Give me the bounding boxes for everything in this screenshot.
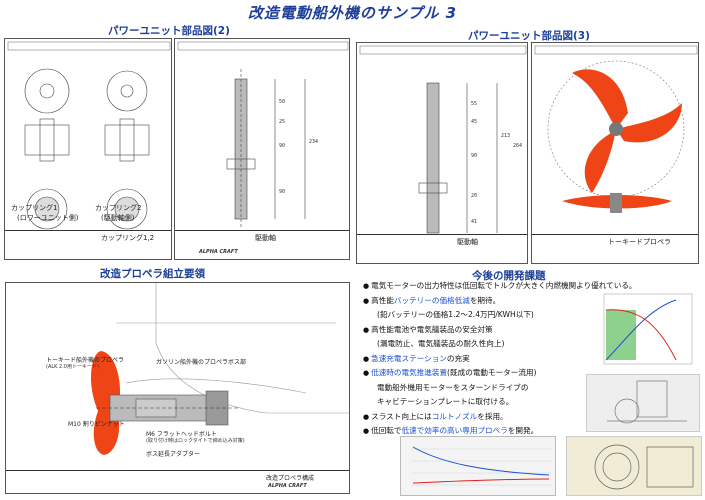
issue-text: を採用。 [477, 411, 508, 421]
issue-text: 電気モーターの出力特性は低回転でトルクが大きく内燃機関より優れている。 [371, 281, 637, 290]
stern-drive-sketch [607, 380, 687, 424]
drawing-drive-shaft-2: 55 45 90 20 213 264 41 駆動軸 [356, 42, 528, 264]
bullet-icon: ● [363, 412, 370, 421]
dim-234: 234 [309, 139, 319, 145]
issue-item: ●高性能バッテリーの価格低減を期待。 [363, 295, 500, 306]
issue-text: を開発。 [507, 426, 539, 435]
issue-item: ●高性能電池や電気艤装品の安全対策 [363, 324, 493, 335]
bullet-icon: ● [363, 282, 370, 290]
issue-highlight: 急速充電ステーション [371, 353, 447, 363]
dim-b-20: 20 [471, 193, 478, 199]
dim-90b: 90 [279, 189, 286, 195]
dim-b-41: 41 [471, 219, 478, 225]
efficiency-chart [400, 436, 556, 496]
issue-text: の充実 [446, 353, 470, 363]
label-nut: M10 割りピンナット [68, 421, 125, 428]
issue-item: ●低回転で低速で効率の高い専用プロペラを開発。 [363, 425, 538, 436]
section-title-power-parts-2: パワーユニット部品図(2) [108, 25, 230, 37]
coupling-drawing-svg [7, 41, 171, 230]
drawing-drive-shaft: 50 25 90 90 234 駆動軸 ALPHA CRAFT [174, 38, 350, 260]
issue-text: 電動船外機用モーターをスターンドライブの [377, 382, 529, 392]
dim-b-45: 45 [471, 119, 478, 125]
assembly-drawing-svg [90, 283, 349, 455]
dim-25: 25 [279, 119, 286, 125]
assembly-footer: 改造プロペラ構成 [266, 475, 315, 482]
dim-90a: 90 [279, 143, 286, 149]
issue-item: (漏電防止、電気艤装品の耐久性向上) [377, 338, 504, 349]
bullet-icon: ● [363, 325, 370, 334]
dim-b-213: 213 [501, 133, 511, 139]
drive-shaft-title: 駆動軸 [255, 234, 276, 242]
assembly-brand: ALPHA CRAFT [268, 483, 307, 489]
coupling2-sub: (駆動軸側) [101, 214, 135, 222]
coupling-title-block: カップリング1,2 [101, 234, 155, 242]
issue-item: ●急速充電ステーションの充実 [363, 353, 470, 364]
issue-text: スラスト向上には [371, 411, 432, 421]
page-title: 改造電動船外機のサンプル 3 [247, 4, 458, 22]
issue-item: ●低速時の電気推進装置(既成の電動モーター流用) [363, 367, 537, 378]
coupling1-label: カップリング1 [11, 204, 58, 212]
dim-b-55: 55 [471, 101, 478, 107]
issue-item: ●スラスト向上にはコルトノズルを採用。 [363, 411, 508, 422]
coupling2-label: カップリング2 [95, 204, 142, 212]
section-title-power-parts-3: パワーユニット部品図(3) [468, 30, 590, 42]
issue-text: を期待。 [469, 295, 501, 305]
label-bolt-note: (取り付け時はロックタイトで締め込み対策) [146, 438, 245, 444]
stern-drive-photo [586, 374, 700, 432]
bullet-icon: ● [363, 369, 370, 377]
torqeedo-prop-title: トーキードプロペラ [608, 238, 671, 246]
shaft2-drawing-svg [359, 45, 527, 234]
label-adapter: ボス延長アダプター [146, 451, 201, 458]
issue-text: (鉛バッテリーの価格1.2〜2.4万円/KWH以下) [377, 310, 534, 319]
dim-b-90: 90 [471, 153, 478, 159]
propeller-drawing-svg [534, 45, 698, 213]
efficiency-chart-svg [411, 446, 551, 486]
issue-highlight: コルトノズル [431, 411, 478, 421]
brand-panel-2: ALPHA CRAFT [199, 249, 238, 255]
nozzle-drawing [566, 436, 702, 496]
issue-item: キャビテーションプレートに取付ける。 [377, 396, 513, 407]
issue-text: 低回転で [371, 426, 402, 435]
issue-text: (漏電防止、電気艤装品の耐久性向上) [377, 339, 505, 348]
issue-highlight: 低速時の電気推進装置 [371, 368, 448, 377]
section-title-prop-assembly: 改造プロペラ組立要領 [100, 268, 205, 280]
bullet-icon: ● [363, 427, 370, 435]
issue-text: キャビテーションプレートに取付ける。 [377, 397, 514, 406]
issue-text: (既成の電動モーター流用) [447, 368, 537, 377]
bullet-icon: ● [363, 296, 370, 305]
label-gasoline: ガソリン船外機のプロペラボス部 [156, 359, 247, 366]
issue-highlight: バッテリーの価格低減 [393, 295, 470, 305]
section-title-future-issues: 今後の開発課題 [472, 270, 546, 282]
nozzle-drawing-svg [594, 444, 694, 490]
shaft-drawing-svg [177, 41, 349, 229]
issue-item: (鉛バッテリーの価格1.2〜2.4万円/KWH以下) [377, 309, 534, 320]
issue-text: 高性能 [371, 295, 394, 305]
drawing-prop-assembly: トーキード船外機のプロペラ (ALK 2.0用トーキード) ガソリン船外機のプロ… [5, 282, 350, 494]
issue-highlight: 低速で効率の高い専用プロペラ [401, 426, 508, 435]
dim-b-264: 264 [513, 143, 523, 149]
bullet-icon: ● [363, 354, 370, 363]
label-bolt: M6 フラットヘッドボルト [146, 431, 217, 438]
coupling1-sub: (ロワーユニット側) [17, 214, 79, 222]
torque-graph-svg [603, 293, 693, 365]
issue-item: ●電気モーターの出力特性は低回転でトルクが大きく内燃機関より優れている。 [363, 280, 637, 291]
issue-item: 電動船外機用モーターをスターンドライブの [377, 382, 529, 393]
label-prop-note: (ALK 2.0用トーキード) [46, 364, 99, 370]
drawing-propeller: トーキードプロペラ [531, 42, 699, 264]
drive-shaft-2-title: 駆動軸 [457, 238, 478, 246]
propeller-blades [572, 69, 682, 193]
label-prop: トーキード船外機のプロペラ [46, 357, 125, 364]
drawing-couplings: カップリング1 (ロワーユニット側) カップリング2 (駆動軸側) カップリング… [4, 38, 172, 260]
dim-50: 50 [279, 99, 286, 105]
torque-graph [596, 290, 696, 370]
issue-text: 高性能電池や電気艤装品の安全対策 [371, 324, 493, 334]
